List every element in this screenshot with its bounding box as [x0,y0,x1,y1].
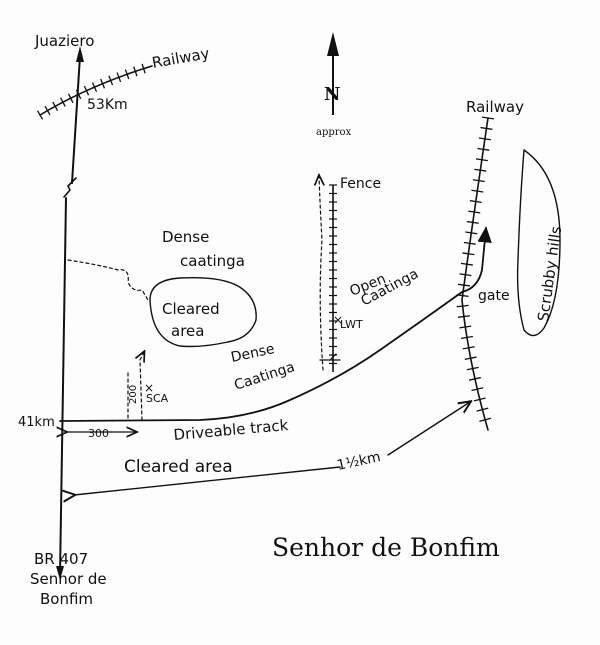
driveable-track [59,226,492,422]
label-200: 200 [128,385,139,404]
track-tick [60,97,66,107]
track-tick [36,110,44,120]
fence [319,176,341,372]
track-tick [108,75,114,86]
track-tick [478,137,491,141]
track-tick [474,168,487,172]
track-tick [44,105,51,116]
track-tick [124,69,130,80]
map-title: Senhor de Bonfim [272,533,500,562]
label-bonfim: Bonfim [40,590,93,608]
track-tick [67,93,74,103]
track-tick [466,366,479,371]
track-tick [481,116,495,120]
label-lwt: LWT [340,318,363,331]
track-tick [457,283,471,287]
track-tick [459,273,472,277]
track-tick [480,126,493,130]
label-fence: Fence [340,176,381,192]
scrubby-hills-outline [516,149,561,337]
track-tick [52,101,59,111]
label-railway-top: Railway [151,44,211,72]
label-41km: 41km [18,415,55,430]
track-tick [477,147,490,151]
label-dense-2: Dense [230,341,277,366]
track-tick [464,356,477,361]
track-tick [460,262,473,266]
label-br407: BR 407 [34,550,88,568]
track-tick [472,179,485,183]
label-dense-caatinga-2: caatinga [180,252,245,270]
north-arrow [327,32,339,115]
north-approx: approx [316,127,352,138]
track-tick [468,210,481,214]
track-tick [133,66,138,77]
label-sca: SCA [146,392,169,405]
label-senhor-de: Senhor de [30,570,107,588]
track-tick [460,335,473,340]
dim-1-5km [74,402,470,495]
label-cleared-area-bottom: Cleared area [124,457,233,477]
track-tick [91,82,98,92]
label-dense-caatinga-1: Dense [162,228,209,246]
cleared-area-outline [149,276,257,348]
track-tick [465,231,478,235]
label-scrubby-hills: Scrubby hills [534,225,565,323]
track-tick [462,252,475,256]
label-railway-right: Railway [466,98,524,116]
track-tick [466,220,479,224]
track-tick [462,346,475,350]
track-tick [463,241,476,245]
railway-right [456,116,495,431]
label-dense-caatinga-3: Caatinga [232,359,297,394]
track-tick [468,376,481,381]
label-cleared-area-2: area [171,322,204,340]
track-tick [471,189,484,193]
north-letter: N [324,84,340,105]
label-gate: gate [478,288,510,304]
north-road-arrowhead [76,46,84,62]
track-tick [456,304,469,308]
track-tick [116,72,122,83]
track-tick [141,63,146,74]
track-tick [475,158,488,162]
dotted-boundary [67,259,149,301]
label-juaziero: Juaziero [34,32,94,50]
lwt-x: × [333,313,343,327]
track-tick [459,325,472,329]
label-cleared-area-1: Cleared [162,300,220,318]
track-tick [100,78,106,89]
railway-top [36,63,153,120]
track-tick [75,89,82,100]
track-tick [457,315,470,318]
label-distance: 1½km [336,449,383,474]
label-53km: 53Km [87,97,128,113]
label-300: 300 [88,427,109,440]
track-tick [469,200,482,204]
south-road-arrowhead [56,566,64,580]
sca-x: × [144,381,154,395]
track-tick [83,85,90,96]
main-road [56,46,84,580]
